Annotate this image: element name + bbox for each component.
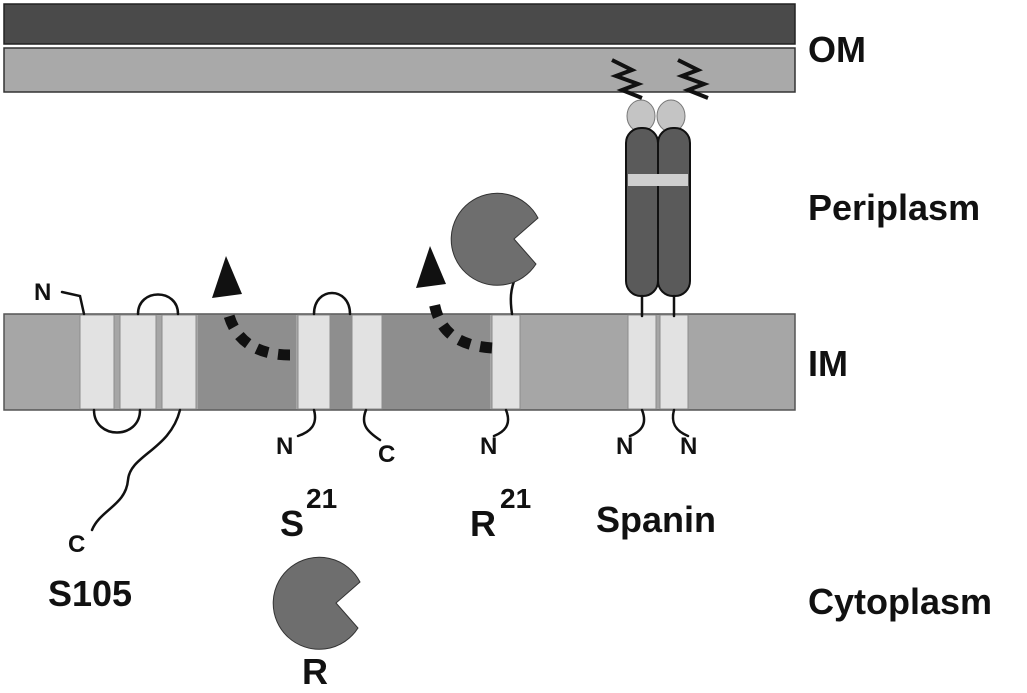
spanin-rod-right [657,127,691,297]
spanin-n-label-left: N [616,433,633,460]
s21-label: S [280,503,304,544]
s105-periplasmic-loop [136,293,180,316]
r21-n-label: N [480,433,497,460]
inner-membrane [3,313,796,411]
s21-n-strand [296,408,317,438]
dashed-curved-arrow-icon [416,246,493,354]
spanin-label: Spanin [596,499,716,540]
cytoplasm-region-label: Cytoplasm [808,581,992,622]
zigzag-lipid-anchor-icon [676,58,710,100]
s21-periplasmic-loop [312,291,352,316]
s105-helix-3 [161,314,197,410]
s105-helix-2 [119,314,157,410]
spanin-helix-right [659,314,689,410]
r-label: R [302,651,328,692]
spanin-band [628,174,688,186]
r21-label: R [470,503,496,544]
s105-n-strand [60,290,86,316]
spanin-n-label-right: N [680,433,697,460]
s21-helix-1 [297,314,331,410]
s105-n-label: N [34,279,51,306]
s21-n-label: N [276,433,293,460]
inner-membrane-dark-zone [382,315,490,409]
zigzag-lipid-anchor-icon [610,58,644,100]
spanin-complex [610,58,710,318]
outer-membrane-dark-layer [3,3,796,45]
s105-c-label: C [68,531,85,558]
om-region-label: OM [808,29,866,70]
spanin-n-strand-right [671,408,690,438]
spanin-helix-left [627,314,657,410]
r21-n-strand [492,408,510,438]
s105-helix-1 [79,314,115,410]
inner-membrane-dark-zone [198,315,296,409]
pacman-enzyme-icon [272,556,361,650]
outer-membrane [3,3,796,93]
im-region-label: IM [808,343,848,384]
pacman-enzyme-icon [450,192,539,286]
s21-superscript: 21 [306,483,337,514]
s21-helix-2 [351,314,383,410]
outer-membrane-light-layer [3,47,796,93]
s21-c-strand [362,408,382,442]
s105-c-strand [90,408,182,532]
inner-membrane-dark-zone [330,315,352,409]
s105-label: S105 [48,573,132,614]
s105-cytoplasmic-loop [92,408,142,434]
r21-helix [491,314,521,410]
periplasm-region-label: Periplasm [808,187,980,228]
spanin-rod-left [625,127,659,297]
s21-c-label: C [378,441,395,468]
dashed-curved-arrow-icon [212,256,291,361]
r21-superscript: 21 [500,483,531,514]
spanin-n-strand-left [628,408,646,438]
